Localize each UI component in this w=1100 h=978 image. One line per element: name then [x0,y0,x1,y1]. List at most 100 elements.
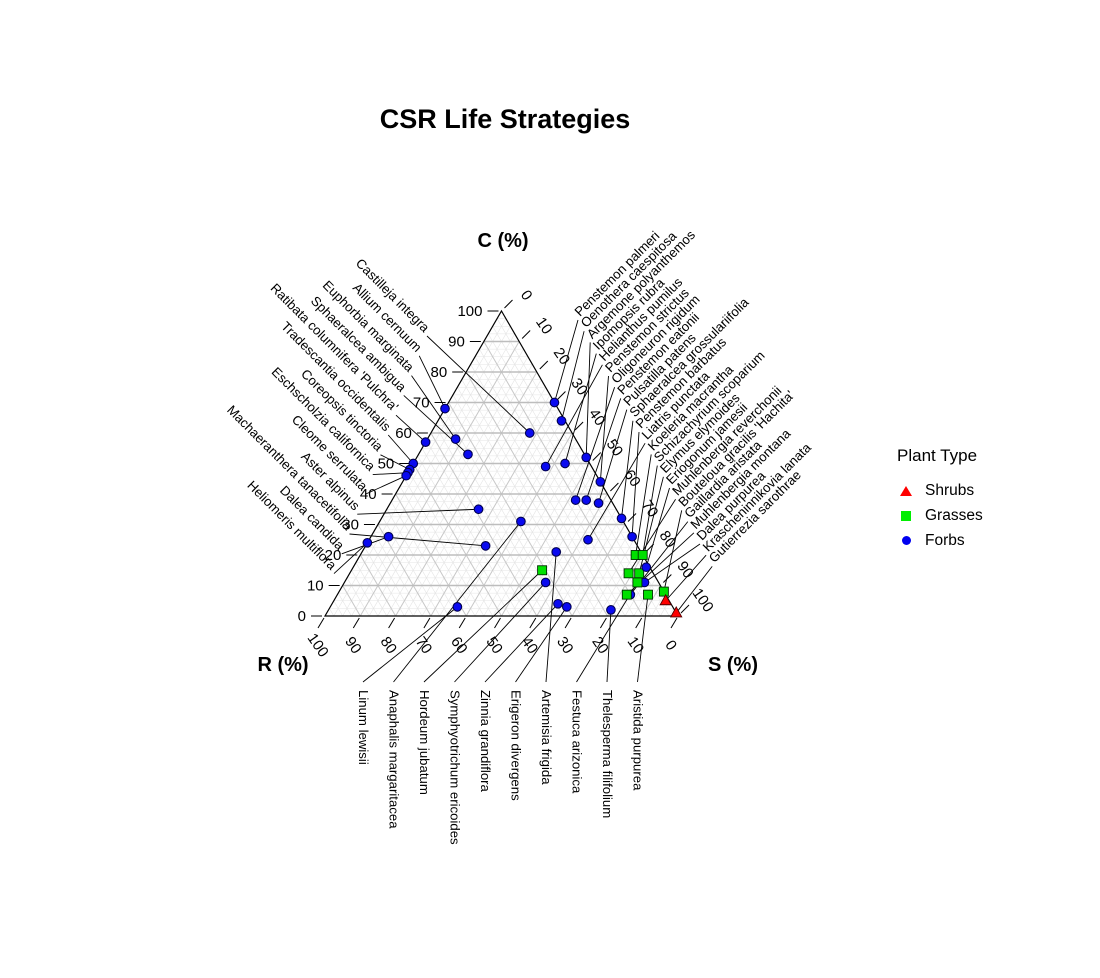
grid-line [624,570,652,617]
data-point-forb [583,534,593,545]
grid-line [351,333,515,617]
tick-label-c: 0 [298,608,306,625]
leader-line [380,454,410,471]
species-label: Zinnia grandiflora [478,690,493,793]
tick-r [529,617,537,629]
leader-line [515,606,568,683]
data-point-forb [581,452,592,463]
leader-line [599,375,609,482]
legend-label-shrubs: Shrubs [925,481,975,499]
data-point-forb [480,540,491,551]
tick-label-r: 60 [447,634,470,657]
species-label: Artemisia frigida [539,690,554,785]
data-point-forb [556,415,567,426]
grid-line [342,585,361,617]
species-label: Hordeum jubatum [417,690,432,795]
tick-s [557,391,566,400]
leader-line [585,398,622,501]
leader-line [587,442,646,540]
grid-line [439,417,555,617]
grid-line [417,455,511,617]
grid-line [571,524,626,617]
data-point-grass [634,568,645,579]
data-point-forb [540,577,551,588]
species-label: Symphyotrichum ericoides [448,690,463,845]
tick-s [574,421,584,431]
grid-line [359,341,520,617]
leader-line [585,342,591,458]
data-point-forb [440,403,450,414]
tick-label-s: 40 [585,406,608,429]
data-point-forb [549,397,560,408]
legend-title: Plant Type [897,446,978,465]
tick-s [627,513,637,522]
leader-line [333,542,368,574]
leader-line [362,606,458,683]
grid-line [408,470,493,617]
leader-line [642,465,658,556]
tick-label-s: 100 [689,585,717,615]
data-point-grass [623,568,634,579]
leader-line [349,533,486,547]
grid-line [474,440,577,617]
grid-line [651,592,666,617]
grid-line [457,425,568,617]
tick-r [458,617,466,629]
tick-r [670,617,678,629]
tick-label-s: 80 [656,528,679,551]
species-label: Festuca arizonica [570,690,585,794]
leader-line [675,566,713,614]
grid-line [346,577,370,617]
tick-label-r: 10 [624,634,647,657]
data-point-forb [401,470,412,481]
data-point-forb [452,601,463,612]
grid-line [404,379,542,617]
tick-s [539,360,549,370]
leader-line [575,387,616,501]
grid-line [333,318,507,617]
data-point-forb [581,495,592,505]
data-point-forb [473,504,484,515]
tick-label-r: 70 [412,634,435,657]
leader-line [637,594,649,683]
grid-line [386,509,449,617]
tick-label-c: 30 [342,517,359,534]
leader-line [357,508,479,515]
species-label: Linum lewisii [356,690,371,765]
leader-line [387,434,414,464]
tick-label-c: 40 [360,486,377,503]
data-point-grass [537,565,548,576]
tick-s [680,604,690,614]
leader-line [665,554,707,602]
legend-label-grasses: Grasses [925,506,983,524]
grid-line [492,455,586,617]
tick-label-c: 90 [448,334,465,351]
grid-line [448,402,573,617]
grid-line [337,592,352,617]
tick-r [388,617,396,629]
data-point-shrub [669,606,683,618]
leader-line [628,498,676,574]
tick-label-r: 90 [341,634,364,657]
leader-line [663,510,683,592]
tick-label-r: 20 [588,634,611,657]
grid-line [364,547,405,617]
data-point-forb [524,428,535,438]
data-point-forb [560,458,570,469]
data-point-forb [606,605,616,615]
tick-label-c: 10 [307,578,324,595]
tick-label-s: 50 [603,436,626,459]
tick-label-r: 50 [482,634,505,657]
data-point-grass [643,589,653,600]
leader-line [418,355,446,409]
grid-line [368,539,414,617]
grid-line [355,562,388,617]
leader-line [393,521,522,683]
tick-s [662,574,672,583]
data-point-forb [641,562,652,573]
tick-s [610,482,619,492]
axis-title-s: S (%) [708,654,758,676]
grid-line [545,501,613,617]
grid-line [329,608,335,617]
